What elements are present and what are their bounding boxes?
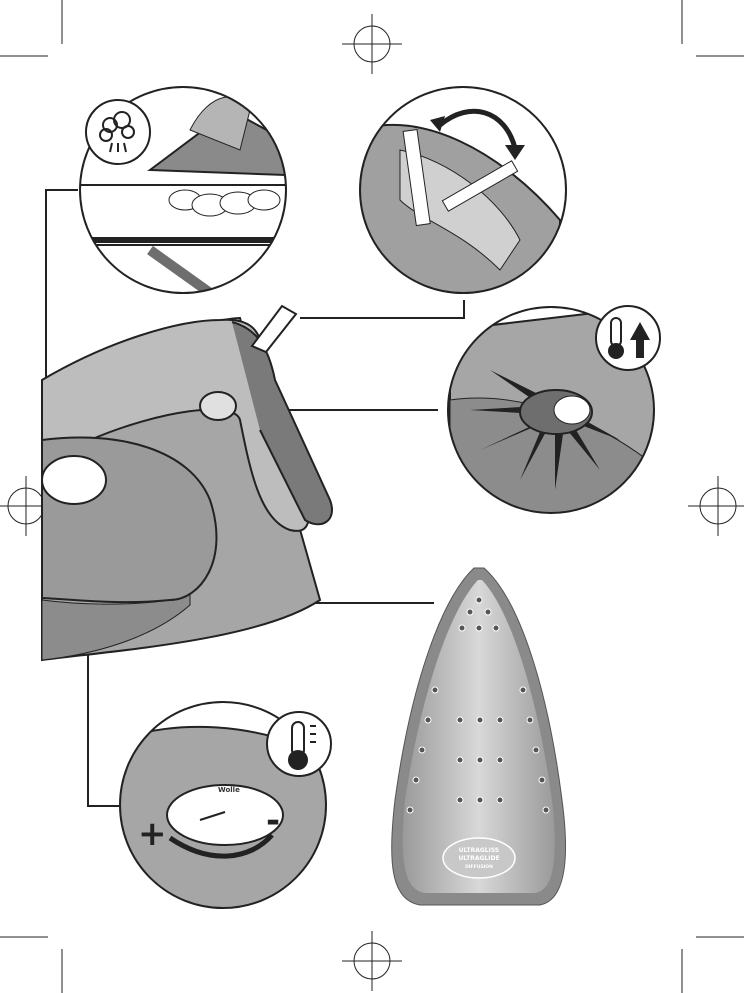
soleplate-illustration: ULTRAGLISS ULTRAGLIDE DIFFUSION [392, 568, 566, 905]
temperature-dial[interactable] [42, 456, 106, 504]
minus-symbol: - [266, 801, 280, 841]
soleplate-brand-line2: ULTRAGLIDE [458, 855, 499, 862]
steam-button[interactable] [200, 392, 236, 420]
detail-steam-ironing [80, 87, 290, 300]
water-tank-valve [252, 306, 296, 352]
dial-setting-label: Wolle [218, 786, 240, 794]
registration-mark-icon [342, 14, 402, 74]
detail-steam-button [448, 306, 660, 520]
detail-temperature-dial: Wolle + - [120, 702, 331, 910]
iron-main-illustration [42, 306, 332, 660]
detail-anti-scale-rod [360, 87, 566, 300]
plus-symbol: + [138, 814, 167, 854]
registration-mark-icon [342, 931, 402, 991]
soleplate-technology: DIFFUSION [465, 864, 493, 870]
soleplate-brand-line1: ULTRAGLISS [459, 847, 499, 854]
steam-icon-badge [86, 100, 150, 164]
registration-mark-icon [688, 476, 744, 536]
